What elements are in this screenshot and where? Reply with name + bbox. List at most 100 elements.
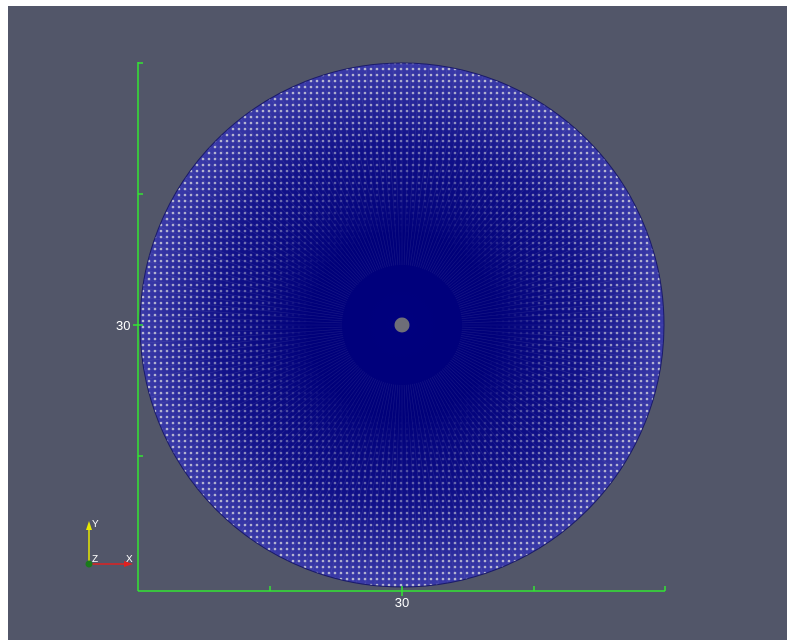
mesh-edge [226, 369, 363, 520]
mesh-edge [418, 382, 475, 577]
mesh-edge [286, 378, 376, 561]
mesh-edge [140, 328, 343, 344]
mesh-edge [420, 75, 484, 269]
mesh-edge [179, 185, 352, 294]
mesh-edge [443, 367, 585, 514]
mesh-edge [441, 369, 578, 520]
mesh-edge [454, 201, 634, 298]
mesh-edge [150, 252, 345, 309]
mesh-edge [219, 136, 361, 283]
mesh-edge [303, 81, 380, 270]
mesh-edge [458, 243, 652, 307]
mesh-edge [414, 383, 457, 582]
mesh-edge [420, 381, 484, 575]
mesh-edge [207, 149, 358, 286]
orientation-axes-triad: Y X Z [85, 519, 133, 568]
mesh-edge [424, 380, 501, 569]
mesh-edge [374, 64, 397, 266]
mesh-edge [461, 315, 664, 324]
mesh-radial-edges [140, 63, 664, 587]
mesh-edge [461, 330, 663, 353]
mesh-edge [150, 341, 345, 398]
mesh-edge [189, 170, 354, 290]
mesh-edge [451, 358, 620, 472]
mesh-edge [320, 75, 384, 269]
mesh-edge [152, 343, 346, 407]
mesh-edge [262, 102, 371, 275]
mesh-edge [166, 351, 349, 441]
mesh-edge [329, 382, 386, 577]
mesh-edge [435, 107, 549, 276]
axes-grid: 30 30 [116, 62, 666, 610]
mesh-edge [155, 235, 346, 305]
mesh-edge [145, 270, 344, 313]
mesh-edge [426, 379, 509, 565]
mesh-edge [452, 356, 625, 465]
mesh-edge [416, 383, 466, 580]
mesh-edge [295, 379, 378, 565]
mesh-edge [412, 66, 448, 266]
mesh-edge [145, 337, 344, 380]
mesh-edge [418, 73, 475, 268]
mesh-edge [147, 339, 344, 389]
mesh-edge [453, 354, 630, 457]
mesh-edge [184, 358, 353, 472]
mesh-edge [429, 377, 526, 557]
mesh-edge [428, 378, 518, 561]
mesh-edge [158, 347, 347, 424]
mesh-edge [170, 352, 350, 449]
mesh-edge [392, 63, 401, 266]
mesh-edge [312, 78, 382, 269]
mesh-edge [412, 384, 448, 584]
scene-canvas[interactable]: 30 30 Y X Z [8, 6, 787, 640]
mesh-edge [460, 337, 659, 380]
mesh-edge [444, 366, 591, 508]
mesh-edge [195, 163, 355, 289]
mesh-edge [460, 339, 657, 389]
mesh-edge [453, 193, 630, 296]
mesh-edge [449, 361, 609, 487]
mesh-edge [437, 373, 557, 538]
mesh-edge [140, 326, 343, 335]
mesh-edge [189, 360, 354, 480]
mesh-edge [451, 178, 620, 292]
mesh-edge [166, 209, 349, 299]
triad-y-arrowhead [86, 521, 92, 530]
mesh-edge [452, 185, 625, 294]
triad-y-label: Y [92, 519, 99, 530]
mesh-edge [255, 374, 369, 543]
mesh-edge [456, 218, 642, 301]
mesh-edge [383, 63, 399, 266]
mesh-edge [460, 270, 659, 313]
mesh-edge [320, 381, 384, 575]
triad-x-arrowhead [124, 561, 133, 567]
mesh-edge [414, 68, 457, 267]
mesh-edge [278, 93, 375, 273]
mesh-edge [347, 383, 390, 582]
mesh-edge [356, 66, 392, 266]
mesh-edge [458, 235, 649, 305]
mesh-edge [338, 70, 388, 267]
mesh-edge [219, 367, 361, 514]
mesh-edge [424, 81, 501, 270]
mesh-edge [286, 89, 376, 272]
mesh-edge [152, 243, 346, 307]
mesh-edge [174, 354, 351, 457]
mesh-edge [407, 64, 430, 266]
mesh-edge [141, 297, 343, 320]
mesh-disk[interactable] [139, 62, 665, 588]
mesh-edge [443, 136, 585, 283]
mesh-edge [356, 384, 392, 584]
mesh-edge [278, 377, 375, 557]
mesh-edge [441, 130, 578, 281]
mesh-edge [270, 376, 373, 553]
mesh-edge [431, 376, 534, 553]
mesh-edge [158, 226, 347, 303]
triad-x-label: X [126, 554, 133, 565]
mesh-edge [410, 384, 439, 585]
mesh-edge [147, 261, 344, 311]
mesh-edge [142, 288, 343, 317]
render-view[interactable]: 30 30 Y X Z [8, 6, 787, 640]
mesh-edge [461, 306, 664, 322]
mesh-edge [458, 345, 649, 415]
